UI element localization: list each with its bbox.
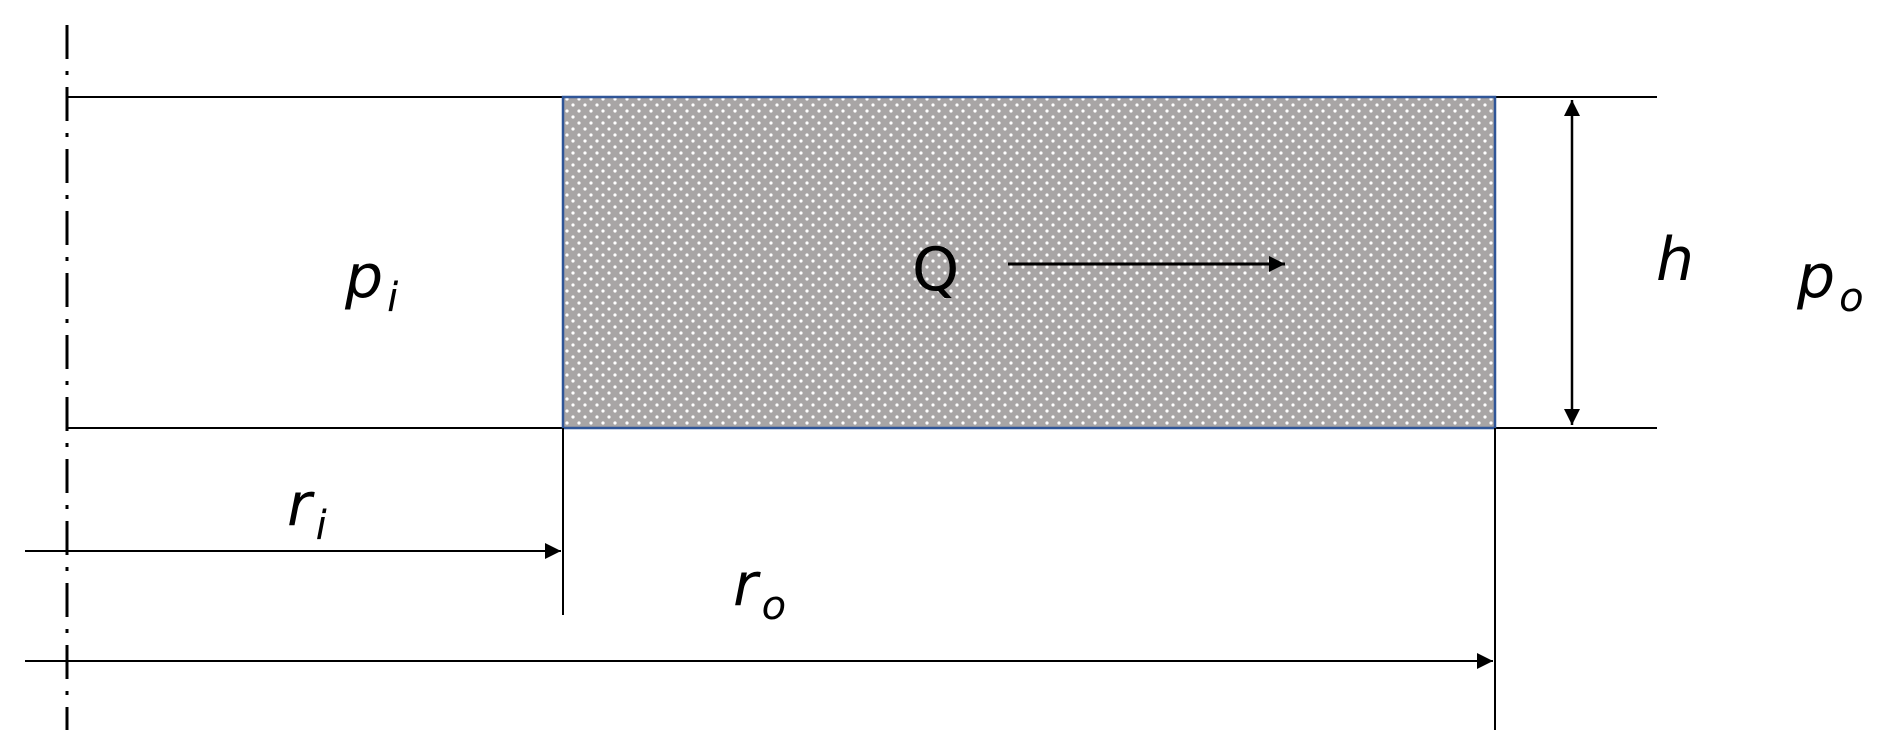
flow-label: Q xyxy=(912,235,959,305)
height-label: h xyxy=(1656,225,1694,295)
